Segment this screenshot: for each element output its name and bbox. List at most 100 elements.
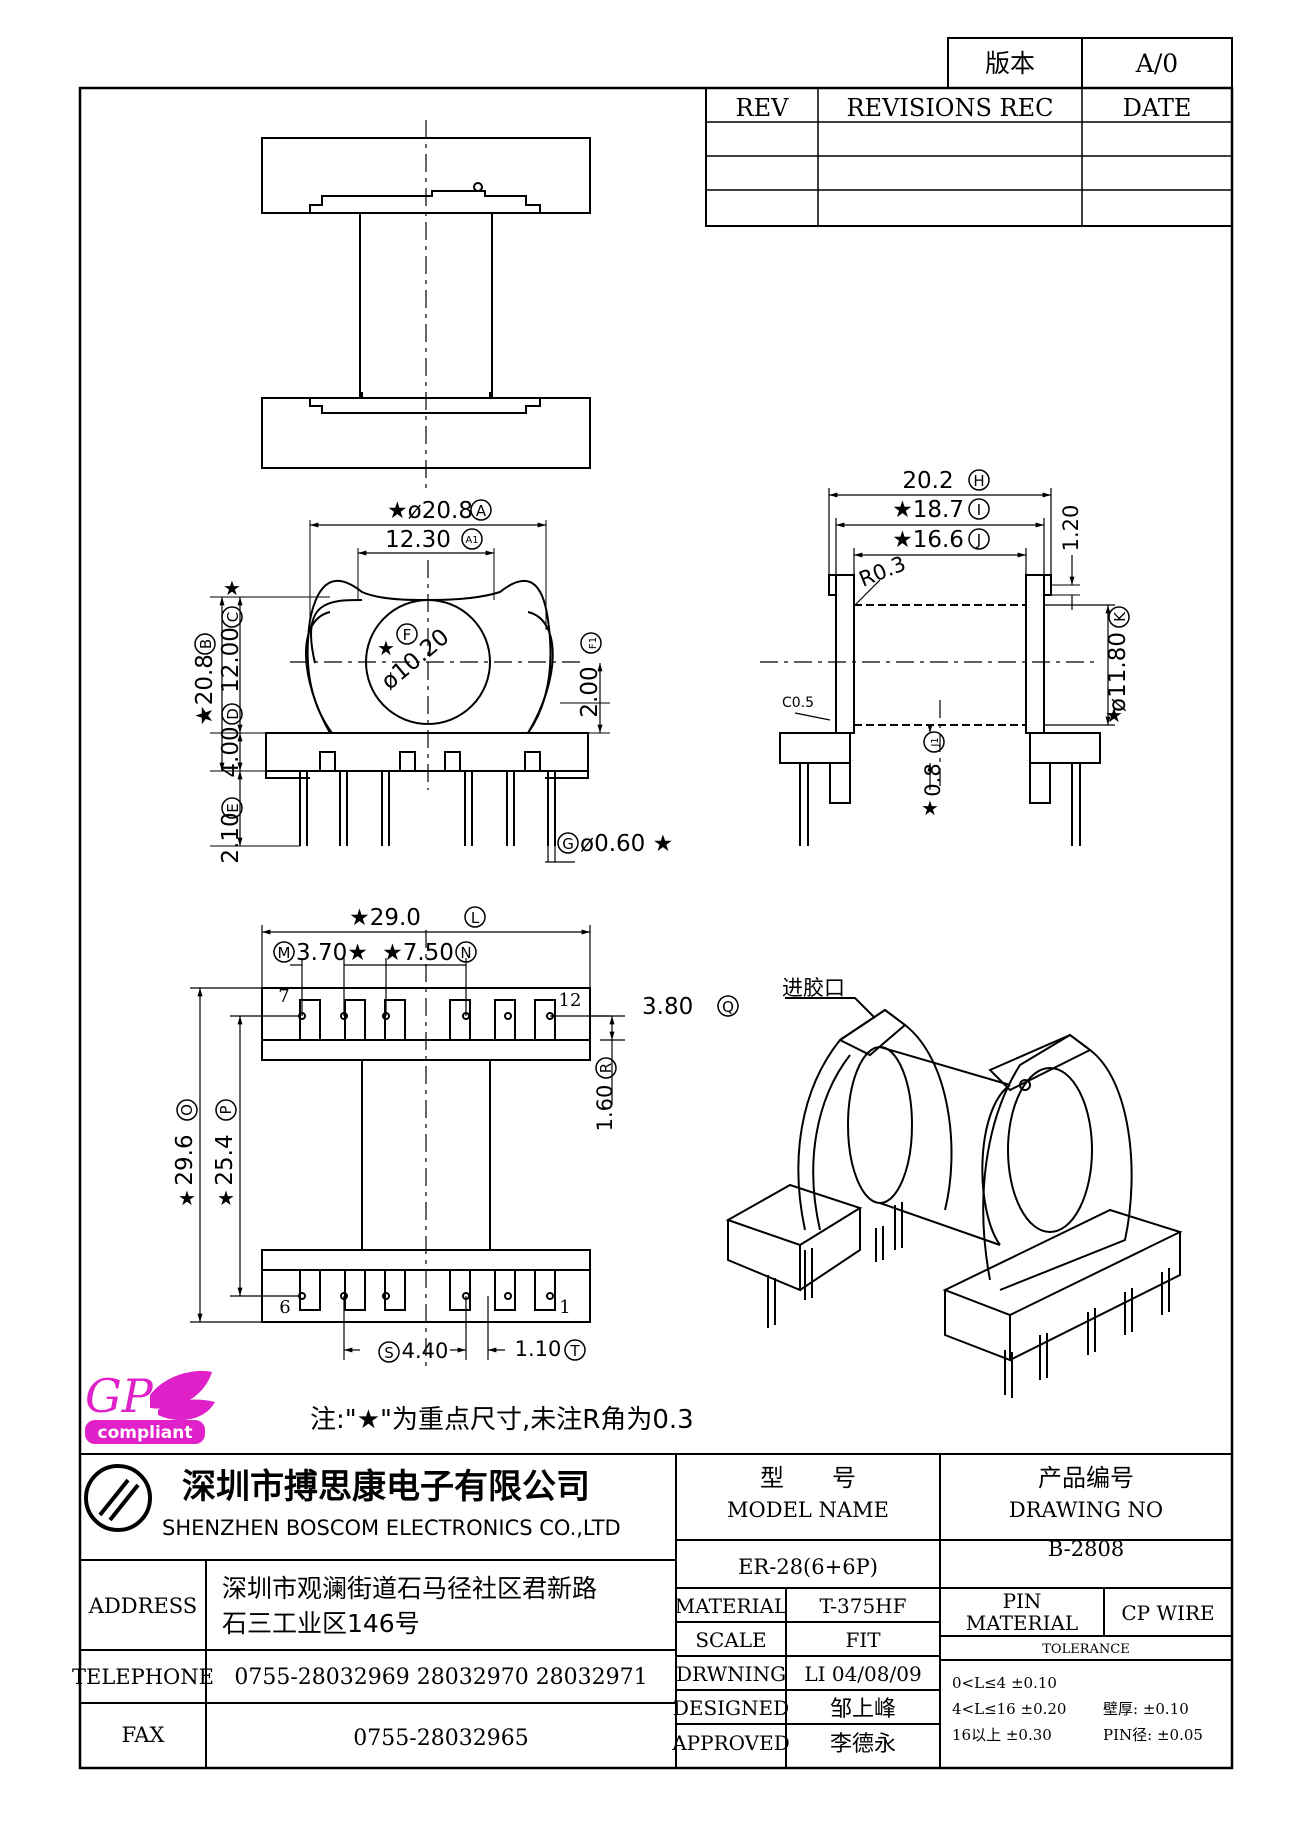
tag-j: J (976, 531, 981, 549)
star-f: ★ (377, 636, 395, 660)
address-line2: 石三工业区146号 (222, 1609, 420, 1638)
dim-j: ★16.6 (892, 527, 964, 553)
rev-date-header: DATE (1123, 94, 1192, 122)
drawing-value: B-2808 (1048, 1537, 1124, 1561)
designed-value: 邹上峰 (830, 1697, 896, 1722)
bobbin-isometric-view (725, 997, 1183, 1398)
tag-a: A (476, 502, 487, 520)
tag-j1: J1 (930, 737, 941, 747)
dim-c05: C0.5 (782, 695, 814, 711)
tag-f1: F1 (588, 637, 599, 649)
bobbin-bottom-view (261, 930, 591, 1370)
front-view-dimensions (219, 522, 603, 863)
fax-label: FAX (122, 1723, 165, 1747)
dim-n: ★7.50 (382, 940, 454, 966)
dim-i: ★18.7 (892, 497, 964, 523)
dim-o: 29.6 (172, 1134, 198, 1185)
dim-k: ø11.80 (1105, 632, 1131, 712)
star-o: ★ (178, 1186, 196, 1210)
dim-l: ★29.0 (349, 905, 421, 931)
scale-label: SCALE (695, 1628, 766, 1652)
telephone-label: TELEPHONE (72, 1665, 214, 1689)
approved-label: APPROVED (671, 1731, 790, 1755)
star-j1: ★ (921, 796, 939, 820)
tag-i: I (977, 501, 981, 519)
sheet-border (78, 86, 1234, 1770)
tag-e: E (224, 803, 242, 812)
pin-tolerance: PIN径: ±0.05 (1103, 1726, 1203, 1744)
tag-r: R (597, 1063, 615, 1073)
dim-1-20: 1.20 (1059, 505, 1083, 552)
dim-g: ø0.60 ★ (580, 831, 673, 857)
rev-header: REV (736, 94, 790, 122)
dim-a1: 12.30 (385, 527, 451, 553)
model-label-en: MODEL NAME (727, 1498, 889, 1522)
version-label: 版本 (985, 49, 1035, 78)
pin-7-label: 7 (278, 986, 289, 1007)
company-logo (84, 1464, 152, 1532)
scale-value: FIT (845, 1628, 881, 1652)
pin-1-label: 1 (559, 1297, 570, 1318)
pin-material-value: CP WIRE (1121, 1601, 1214, 1625)
dim-d: 4.00 (218, 726, 244, 777)
tag-n: N (460, 944, 471, 962)
designed-label: DESIGNED (673, 1696, 789, 1720)
dim-r03: R0.3 (856, 551, 909, 591)
telephone-value: 0755-28032969 28032970 28032971 (234, 1665, 647, 1690)
tag-d: D (224, 708, 242, 720)
star-k: ★ (1105, 703, 1123, 727)
dim-a: ★ø20.8 (387, 498, 473, 524)
pin-12-label: 12 (559, 990, 582, 1011)
tag-b: B (197, 639, 215, 649)
tag-c: C (224, 612, 242, 622)
title-block-grid (80, 1453, 1232, 1768)
tag-l: L (471, 909, 480, 927)
gp-compliant-logo: GP compliant (85, 1369, 215, 1444)
company-name-cn: 深圳市搏思康电子有限公司 (182, 1467, 590, 1507)
address-label: ADDRESS (88, 1594, 197, 1618)
star-p: ★ (217, 1186, 235, 1210)
company-name-en: SHENZHEN BOSCOM ELECTRONICS CO.,LTD (162, 1516, 621, 1540)
dim-b: ★20.8 (192, 654, 218, 726)
bobbin-side-view (261, 120, 591, 490)
star-c: ★ (223, 576, 241, 600)
bobbin-front-view (210, 520, 610, 847)
material-value: T-375HF (819, 1594, 906, 1618)
dim-m: 3.70★ (296, 940, 368, 966)
gate-label: 进胶口 (782, 976, 845, 1000)
tag-h: H (973, 472, 984, 490)
tag-k: K (1111, 611, 1129, 622)
tag-q: Q (722, 998, 734, 1016)
bobbin-section-view (760, 574, 1101, 846)
revisions-table (705, 87, 1233, 227)
drwning-label: DRWNING (676, 1662, 786, 1686)
tag-p: P (217, 1105, 235, 1114)
bottom-view-dimensions (190, 925, 625, 1360)
tag-o: O (178, 1104, 196, 1116)
dim-e: 2.10 (218, 812, 244, 863)
tolerance-row3: 16以上 ±0.30 (952, 1726, 1052, 1744)
dim-q: 3.80 (642, 994, 693, 1020)
rev-rec-header: REVISIONS REC (846, 94, 1053, 122)
material-label: MATERIAL (675, 1594, 787, 1618)
note-text: 注:"★"为重点尺寸,未注R角为0.3 (310, 1405, 694, 1435)
tolerance-row1: 0<L≤4 ±0.10 (952, 1674, 1057, 1692)
drawing-label-en: DRAWING NO (1009, 1498, 1163, 1522)
address-line1: 深圳市观澜街道石马径社区君新路 (222, 1574, 597, 1603)
drwning-value: LI 04/08/09 (804, 1662, 921, 1686)
model-value: ER-28(6+6P) (738, 1555, 878, 1579)
pin-material-line2: MATERIAL (966, 1611, 1078, 1635)
approved-value: 李德永 (830, 1732, 896, 1757)
model-label-cn: 型 号 (760, 1464, 856, 1492)
gp-logo-text: GP (85, 1369, 154, 1423)
dim-h: 20.2 (902, 468, 953, 494)
dim-r: 1.60 (593, 1085, 617, 1132)
dim-t: 1.10 (515, 1337, 562, 1361)
fax-value: 0755-28032965 (353, 1726, 528, 1751)
tag-t: T (569, 1342, 580, 1360)
tag-f: F (403, 626, 412, 644)
section-view-dimensions (794, 488, 1115, 790)
drawing-label-cn: 产品编号 (1038, 1464, 1134, 1492)
dim-p: 25.4 (212, 1134, 238, 1185)
